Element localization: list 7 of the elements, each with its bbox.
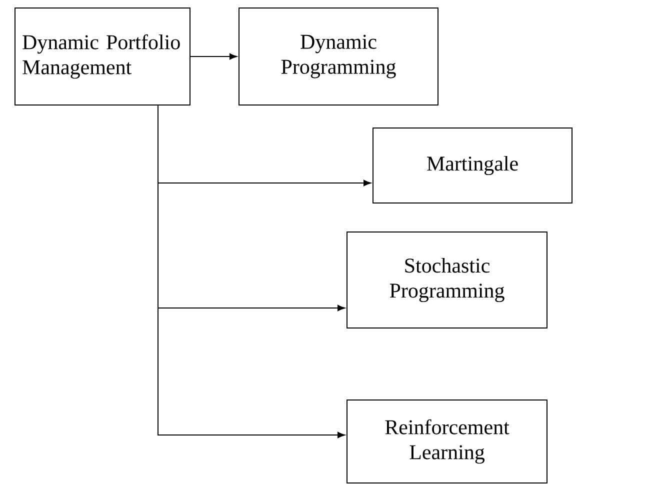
arrow bbox=[158, 105, 346, 438]
box: Stochastic Programming bbox=[346, 232, 548, 328]
box: Reinforcement Learning bbox=[346, 400, 548, 484]
arrow bbox=[190, 53, 238, 60]
box: Martingale bbox=[372, 128, 572, 204]
box: Dynamic Programming bbox=[238, 8, 438, 106]
box: Dynamic Portfolio Management bbox=[14, 8, 190, 106]
